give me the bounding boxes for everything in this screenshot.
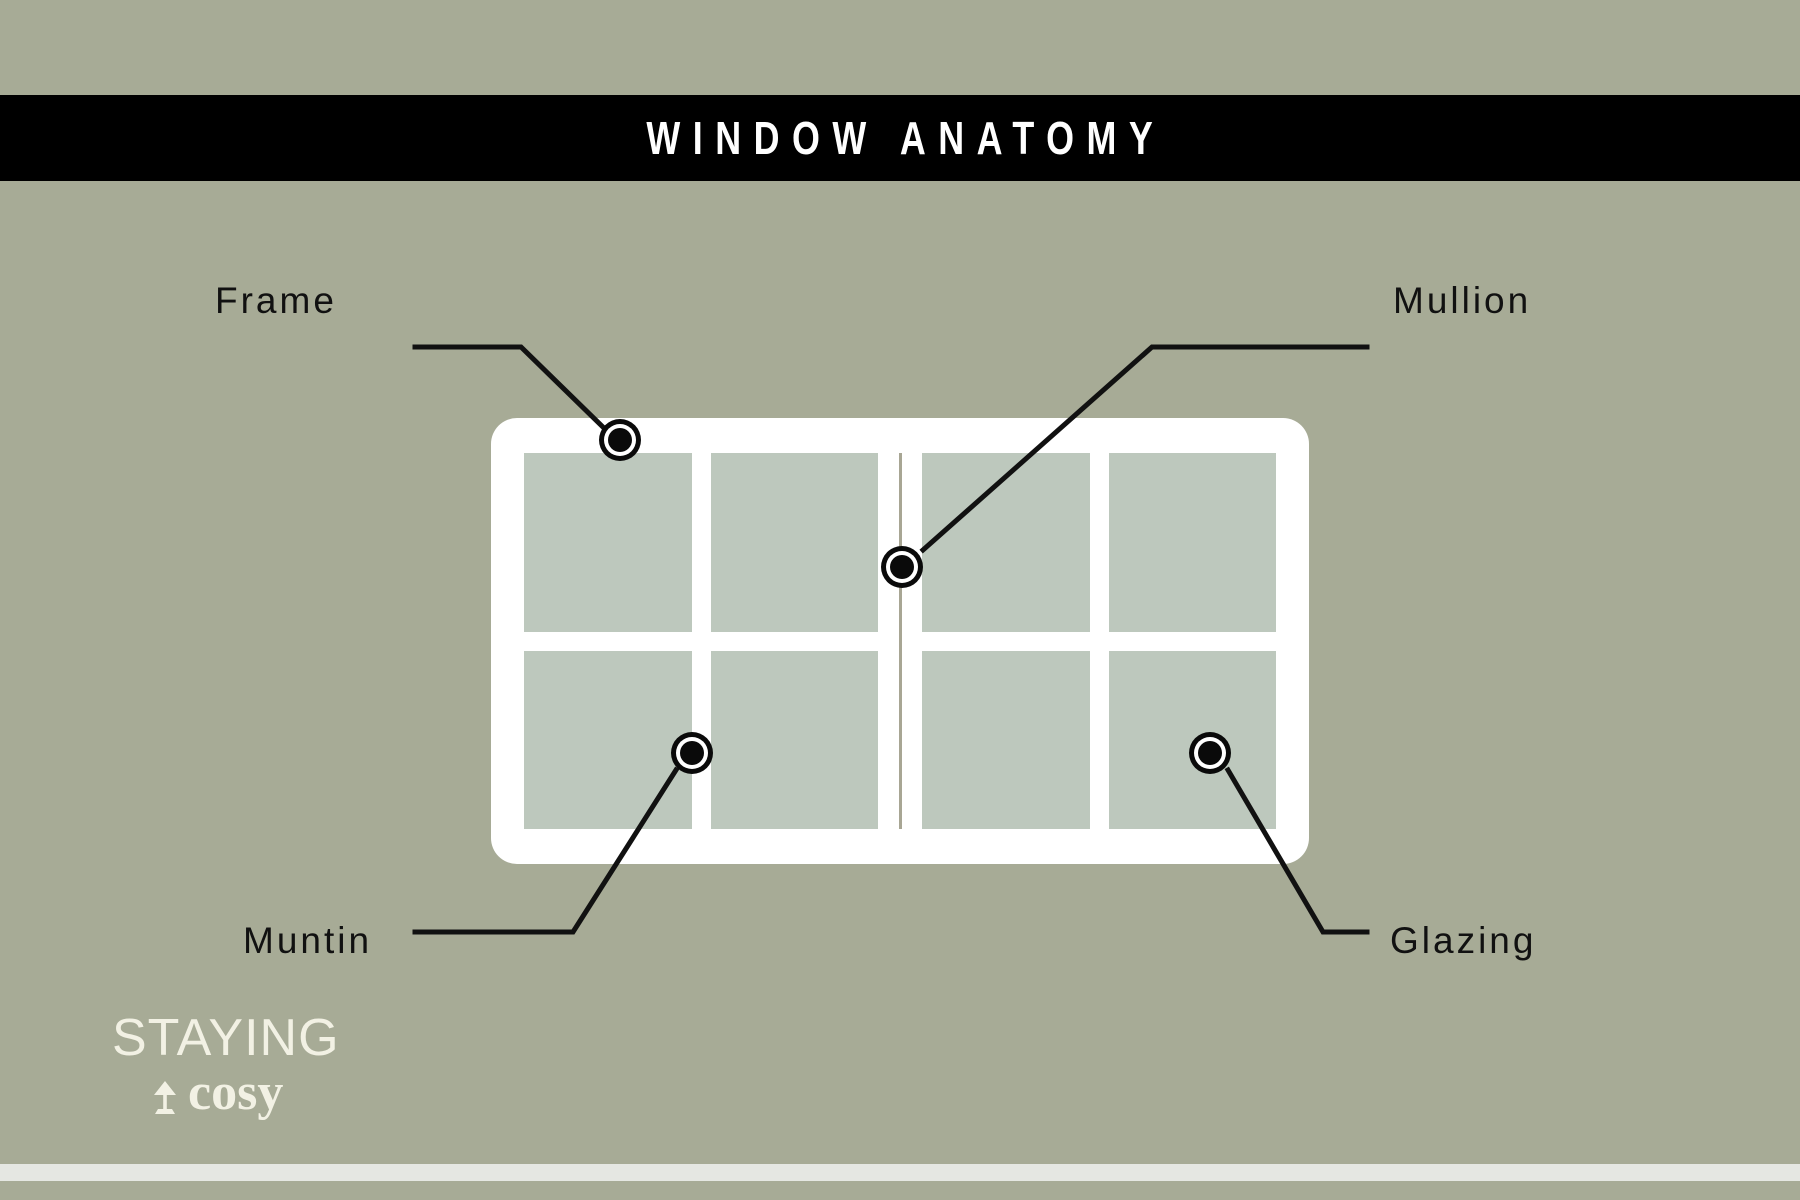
background-bottom-band [0,1181,1800,1200]
sash-right [922,453,1276,829]
callout-marker-muntin[interactable] [671,732,713,774]
callout-label-mullion: Mullion [1393,280,1532,321]
logo-wordmark-bottom: cosy [188,1064,284,1121]
background-top-band [0,0,1800,95]
callout-marker-glazing[interactable] [1189,732,1231,774]
marker-dot [1198,741,1222,765]
glass-pane [922,453,1090,632]
callout-marker-frame[interactable] [599,419,641,461]
page-title: WINDOW ANATOMY [646,112,1166,164]
marker-dot [890,555,914,579]
brand-logo: STAYING cosy [112,1009,342,1121]
callout-label-frame: Frame [215,280,337,321]
mullion-divider-line [899,453,902,829]
sash-left [524,453,878,829]
marker-dot [608,428,632,452]
glass-pane [710,650,878,829]
window-frame [491,418,1309,864]
lamp-icon [154,1080,176,1114]
logo-bottom-row: cosy [150,1064,342,1121]
logo-wordmark-top: STAYING [112,1009,340,1067]
glass-pane [1108,453,1276,632]
glass-pane [922,650,1090,829]
callout-label-glazing: Glazing [1390,920,1537,961]
callout-marker-mullion[interactable] [881,546,923,588]
callout-label-muntin: Muntin [243,920,373,961]
glass-pane [524,453,692,632]
marker-dot [680,741,704,765]
bottom-stripe [0,1164,1800,1181]
title-bar: WINDOW ANATOMY [0,95,1800,181]
glass-pane [524,650,692,829]
glass-pane [710,453,878,632]
